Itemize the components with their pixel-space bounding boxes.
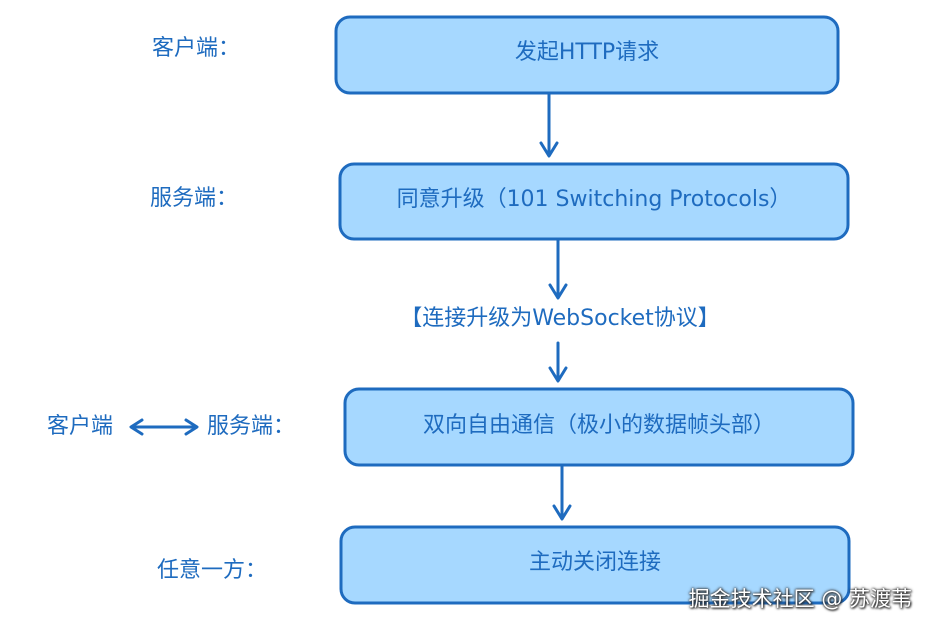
- actor-label-1: 客户端：: [152, 36, 241, 61]
- step-box-1: [334, 15, 840, 95]
- step-box-2: [338, 162, 850, 241]
- actor-label-3-left: 客户端: [47, 414, 114, 439]
- step-box-4: [339, 525, 851, 605]
- watermark: 掘金技术社区 @ 苏渡苇: [688, 587, 912, 611]
- step-text-4: 主动关闭连接: [528, 550, 661, 575]
- step-text-1: 发起HTTP请求: [514, 40, 660, 65]
- actor-label-2: 服务端：: [150, 186, 239, 211]
- arrow-down-1: [539, 91, 559, 158]
- step-text-3: 双向自由通信（极小的数据帧头部）: [422, 413, 775, 438]
- actor-label-3-right: 服务端：: [207, 414, 296, 439]
- step-box-3: [343, 387, 855, 467]
- middle-note: 【连接升级为WebSocket协议】: [400, 306, 720, 331]
- bidirectional-arrow: [129, 418, 199, 436]
- arrow-down-4: [552, 463, 572, 521]
- step-text-2: 同意升级（101 Switching Protocols）: [396, 187, 792, 212]
- arrow-down-2: [548, 237, 568, 300]
- arrow-down-3: [548, 341, 568, 383]
- actor-label-4: 任意一方：: [157, 558, 268, 583]
